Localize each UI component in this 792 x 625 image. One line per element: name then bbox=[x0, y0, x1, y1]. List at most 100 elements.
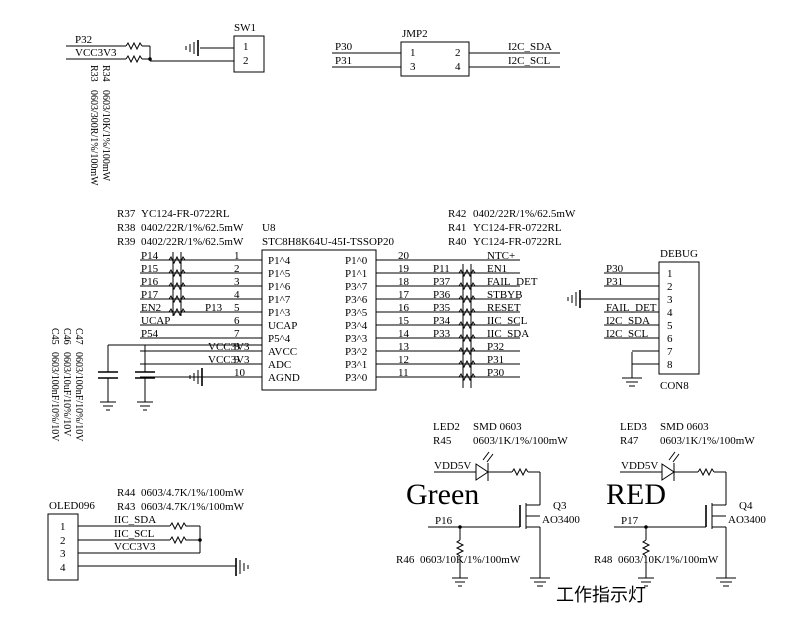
u8-pin-num: 16 bbox=[398, 302, 410, 314]
u8-right-net2: IIC_SCL bbox=[487, 315, 528, 327]
debug-ref: DEBUG bbox=[660, 248, 698, 260]
q3-mosfet-icon bbox=[519, 500, 541, 578]
u8-left-net2: P13 bbox=[205, 302, 223, 314]
r34-ref: R34 bbox=[100, 65, 111, 82]
u8-ref: U8 bbox=[262, 222, 276, 234]
jmp2-pin4: 4 bbox=[455, 61, 461, 73]
r48-value: 0603/10K/1%/100mW bbox=[618, 554, 719, 566]
u8-pin-num: 18 bbox=[398, 276, 410, 288]
oled-pin1: 1 bbox=[60, 521, 66, 533]
debug-body[interactable] bbox=[658, 261, 700, 375]
u8-pin-num: 9 bbox=[234, 354, 240, 366]
sw1-pin2: 2 bbox=[243, 55, 249, 67]
led3-pkg: SMD 0603 bbox=[660, 421, 709, 433]
u8-right-net2: RESET bbox=[487, 302, 521, 314]
c45-value: 0603/100nF/10%/10V bbox=[49, 352, 60, 442]
u8-pin-name: P1^0 bbox=[345, 255, 368, 267]
u8-right-net1: P35 bbox=[433, 302, 451, 314]
r45-value: 0603/1K/1%/100mW bbox=[473, 435, 568, 447]
u8-left-net: P14 bbox=[141, 250, 159, 262]
u8-pin-name: AVCC bbox=[268, 346, 297, 358]
u8-pin-name: P3^3 bbox=[345, 333, 368, 345]
jmp2-net-sda: I2C_SDA bbox=[508, 41, 552, 53]
debug-block: DEBUG 1P302P3134FAIL_DET5I2C_SDA6I2C_SCL… bbox=[567, 248, 700, 392]
oled-net-sda: IIC_SDA bbox=[114, 514, 156, 526]
u8-right-net1: P33 bbox=[433, 328, 451, 340]
r43-value: 0603/4.7K/1%/100mW bbox=[141, 501, 245, 513]
u8-part: STC8H8K64U-45I-TSSOP20 bbox=[262, 236, 395, 248]
r47-value: 0603/1K/1%/100mW bbox=[660, 435, 755, 447]
u8-pin-num: 4 bbox=[234, 289, 240, 301]
r38-value: 0402/22R/1%/62.5mW bbox=[141, 222, 244, 234]
u8-right-net2: P32 bbox=[487, 341, 504, 353]
r47-ref: R47 bbox=[620, 435, 639, 447]
red-label: RED bbox=[606, 478, 666, 511]
led3-ref: LED3 bbox=[620, 421, 647, 433]
cap-block: C47 0603/100nF/10%/10V C46 0603/10uF/10%… bbox=[49, 328, 262, 442]
r41-ref: R41 bbox=[448, 222, 466, 234]
debug-net: I2C_SCL bbox=[606, 328, 648, 340]
u8-pin-num: 15 bbox=[398, 315, 410, 327]
jmp2-pin1: 1 bbox=[410, 47, 416, 59]
u8-pin-name: UCAP bbox=[268, 320, 297, 332]
oled-pin4: 4 bbox=[60, 562, 66, 574]
debug-pin-num: 6 bbox=[667, 333, 673, 345]
u8-body[interactable] bbox=[261, 249, 377, 391]
oled-net-scl: IIC_SCL bbox=[114, 528, 155, 540]
jmp2-net-scl: I2C_SCL bbox=[508, 55, 550, 67]
r33-value: 0603/300R/1%/100mW bbox=[88, 90, 99, 186]
q3-part: AO3400 bbox=[542, 514, 580, 526]
u8-pin-num: 8 bbox=[234, 341, 240, 353]
u8-right-net2: P31 bbox=[487, 354, 504, 366]
led-red-block: LED3 SMD 0603 R47 0603/1K/1%/100mW VDD5V… bbox=[594, 421, 766, 587]
led3-diode-icon bbox=[661, 463, 675, 481]
oled-ref: OLED096 bbox=[49, 500, 95, 512]
u8-left-net: VCC3V3 bbox=[208, 341, 250, 353]
jmp2-body[interactable] bbox=[400, 41, 470, 77]
u8-pin-name: P1^4 bbox=[268, 255, 291, 267]
indicator-caption: 工作指示灯 bbox=[556, 585, 646, 606]
jmp2-pin3: 3 bbox=[410, 61, 416, 73]
r46-ref: R46 bbox=[396, 554, 415, 566]
oled-body[interactable] bbox=[47, 513, 79, 581]
u8-pin-name: P3^7 bbox=[345, 281, 368, 293]
r37-ref: R37 bbox=[117, 208, 136, 220]
u8-pin-num: 3 bbox=[234, 276, 240, 288]
jmp2-pin2: 2 bbox=[455, 47, 461, 59]
r39-ref: R39 bbox=[117, 236, 136, 248]
led-green-block: LED2 SMD 0603 R45 0603/1K/1%/100mW VDD5V… bbox=[396, 421, 580, 587]
debug-pin-num: 1 bbox=[667, 268, 673, 280]
r43-ref: R43 bbox=[117, 501, 136, 513]
sw1-body[interactable] bbox=[233, 35, 265, 73]
u8-left-net: UCAP bbox=[141, 315, 170, 327]
u8-pin-num: 14 bbox=[398, 328, 410, 340]
r45-ref: R45 bbox=[433, 435, 452, 447]
r34-value: 0603/10K/1%/100mW bbox=[100, 90, 111, 182]
oled-pin2: 2 bbox=[60, 535, 66, 547]
q4-ref: Q4 bbox=[739, 500, 753, 512]
red-supply: VDD5V bbox=[621, 460, 658, 472]
u8-pin-name: P1^5 bbox=[268, 268, 291, 280]
debug-pin-num: 7 bbox=[667, 346, 673, 358]
u8-pin-num: 13 bbox=[398, 341, 410, 353]
q3-gate-net: P16 bbox=[435, 515, 453, 527]
u8-right-net2: FAIL_DET bbox=[487, 276, 538, 288]
r44-ref: R44 bbox=[117, 487, 136, 499]
u8-left-net: EN2 bbox=[141, 302, 161, 314]
u8-pin-name: P3^2 bbox=[345, 346, 367, 358]
r33-ref: R33 bbox=[88, 65, 99, 82]
debug-net: I2C_SDA bbox=[606, 315, 650, 327]
r41-value: YC124-FR-0722RL bbox=[473, 222, 562, 234]
c46-ref: C46 bbox=[61, 328, 72, 345]
oled-block: OLED096 1 2 3 4 IIC_SDA IIC_SCL VCC3V3 R… bbox=[47, 487, 249, 581]
u8-pin-name: P1^6 bbox=[268, 281, 291, 293]
r42-value: 0402/22R/1%/62.5mW bbox=[473, 208, 576, 220]
u8-pin-num: 17 bbox=[398, 289, 410, 301]
u8-left-net: VCC3V3 bbox=[208, 354, 250, 366]
r37-value: YC124-FR-0722RL bbox=[141, 208, 230, 220]
u8-pin-name: P1^7 bbox=[268, 294, 291, 306]
u8-right-net2: STBYB bbox=[487, 289, 522, 301]
